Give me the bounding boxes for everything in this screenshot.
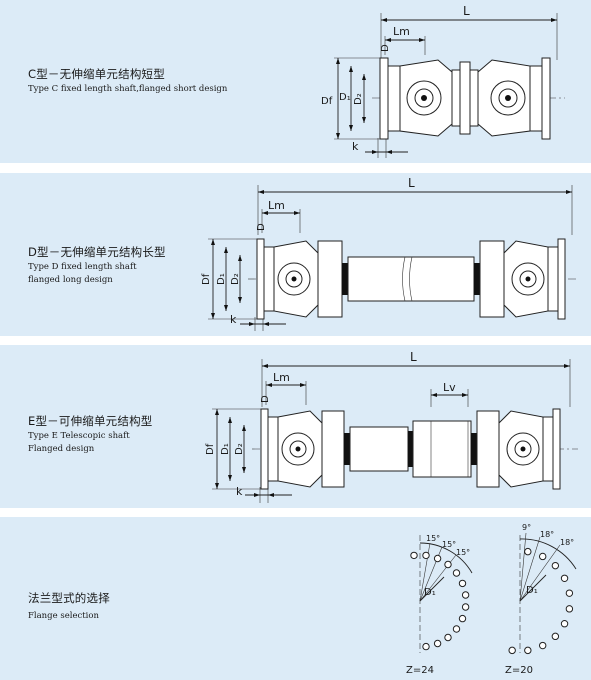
- bolt-hole: [458, 614, 467, 623]
- dim-L: L: [463, 4, 470, 18]
- flange-selection-label: 法兰型式的选择 Flange selection: [28, 590, 110, 622]
- dim-D: D: [260, 395, 271, 403]
- type-d-title-en-1: Type D fixed length shaft: [28, 262, 137, 272]
- dim-Lm: Lm: [393, 25, 410, 38]
- flange-z20-d1: D₁: [526, 585, 538, 596]
- flange-z24-holes: [410, 551, 470, 651]
- panel-type-e: E型－可伸缩单元结构型 Type E Telescopic shaft Flan…: [0, 345, 591, 508]
- bolt-hole: [538, 552, 547, 561]
- type-d-label: D型－无伸缩单元结构长型 Type D fixed length shaft f…: [28, 244, 166, 286]
- type-c-drawing: L Lm D Df D₁ D₂ k: [321, 4, 565, 158]
- type-d-title-cn: D型－无伸缩单元结构长型: [28, 245, 166, 259]
- dim-D1: D₁: [216, 273, 227, 285]
- angle-18-a: 18°: [540, 530, 554, 539]
- bolt-hole: [508, 646, 516, 655]
- bolt-hole: [538, 641, 547, 650]
- angle-15-a: 15°: [426, 534, 440, 543]
- flange-z24: 15° 15° 15° D₁ Z=24: [406, 534, 473, 676]
- bolt-hole: [565, 605, 574, 613]
- panel-type-c: C型－无伸缩单元结构短型 Type C fixed length shaft,f…: [0, 0, 591, 163]
- bolt-hole: [433, 554, 442, 563]
- flange-z24-d1: D₁: [424, 587, 436, 598]
- bolt-hole: [560, 619, 569, 628]
- bolt-hole: [444, 560, 452, 569]
- bolt-hole: [524, 547, 532, 556]
- bolt-hole: [433, 639, 442, 648]
- bolt-hole: [560, 574, 569, 583]
- dim-D: D: [380, 44, 391, 52]
- bolt-hole: [458, 579, 467, 588]
- type-e-title-cn: E型－可伸缩单元结构型: [28, 414, 153, 428]
- bolt-hole: [422, 551, 430, 560]
- type-c-title-en: Type C fixed length shaft,flanged short …: [28, 84, 228, 94]
- bolt-hole: [410, 551, 418, 560]
- bolt-hole: [551, 632, 560, 641]
- type-e-label: E型－可伸缩单元结构型 Type E Telescopic shaft Flan…: [28, 413, 152, 455]
- type-d-title-en-2: flanged long design: [28, 275, 113, 285]
- dim-k: k: [236, 485, 243, 498]
- dim-D2: D₂: [234, 443, 245, 455]
- bolt-hole: [422, 642, 430, 651]
- panel-flange-selection: 法兰型式的选择 Flange selection 15° 15° 15° D₁ …: [0, 517, 591, 680]
- type-c-label: C型－无伸缩单元结构短型 Type C fixed length shaft,f…: [28, 66, 227, 95]
- bolt-hole: [551, 561, 560, 570]
- type-d-drawing: L Lm D Df D₁ D₂ k D₃: [201, 176, 578, 331]
- type-e-title-en-2: Flanged design: [28, 444, 95, 454]
- dim-D: D: [256, 223, 267, 231]
- bolt-hole: [452, 569, 461, 577]
- dim-Lm: Lm: [273, 371, 290, 384]
- type-e-drawing: L Lm D Lv Df D₁ D₂ k D₃: [205, 350, 578, 503]
- panel-type-d: D型－无伸缩单元结构长型 Type D fixed length shaft f…: [0, 173, 591, 336]
- dim-Df: Df: [201, 273, 212, 285]
- angle-15-b: 15°: [442, 540, 456, 549]
- type-e-title-en-1: Type E Telescopic shaft: [28, 431, 130, 441]
- bolt-hole: [452, 625, 461, 633]
- bolt-hole: [461, 603, 470, 611]
- angle-9: 9°: [522, 523, 531, 532]
- dim-k: k: [230, 313, 237, 326]
- dim-D1: D₁: [220, 443, 231, 455]
- angle-18-b: 18°: [560, 538, 574, 547]
- flange-drawing: 15° 15° 15° D₁ Z=24 9° 18° 18° D₁ Z=20: [406, 523, 577, 676]
- bolt-hole: [461, 591, 470, 599]
- flange-z20-holes: [508, 547, 574, 655]
- dim-L: L: [410, 350, 417, 364]
- angle-15-c: 15°: [456, 548, 470, 557]
- flange-z24-label: Z=24: [406, 665, 434, 676]
- dim-Df: Df: [205, 443, 216, 455]
- bolt-hole: [565, 589, 574, 597]
- flange-z20: 9° 18° 18° D₁ Z=20: [505, 523, 577, 676]
- dim-D2: D₂: [230, 273, 241, 285]
- dim-Lv: Lv: [443, 381, 456, 394]
- bolt-hole: [524, 646, 532, 655]
- dim-Df: Df: [321, 96, 333, 107]
- flange-title-cn: 法兰型式的选择: [28, 591, 110, 605]
- dim-k: k: [352, 140, 359, 153]
- dim-D1: D₁: [339, 92, 351, 103]
- dim-Lm: Lm: [268, 199, 285, 212]
- type-c-title-cn: C型－无伸缩单元结构短型: [28, 67, 165, 81]
- dim-D2: D₂: [353, 93, 364, 105]
- dim-L: L: [408, 176, 415, 190]
- flange-title-en: Flange selection: [28, 611, 99, 621]
- bolt-hole: [444, 633, 452, 642]
- flange-z20-label: Z=20: [505, 665, 533, 676]
